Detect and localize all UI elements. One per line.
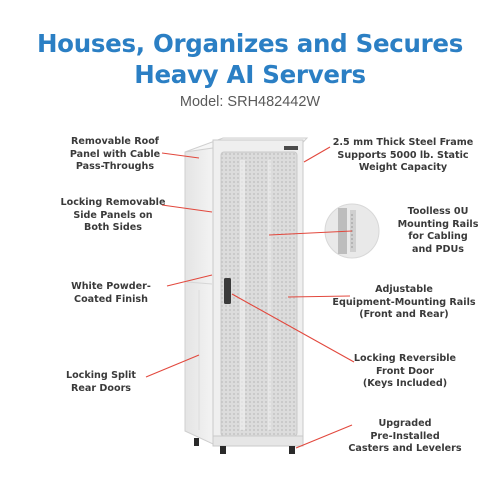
- callout-line: Both Sides: [84, 222, 142, 233]
- door-reflection: [268, 160, 271, 430]
- callout-line: (Front and Rear): [359, 309, 449, 320]
- side-panel-seam: [186, 281, 213, 285]
- model-label: Model: SRH482442W: [179, 94, 321, 110]
- callout-line: Casters and Levelers: [348, 443, 462, 454]
- door-handle: [224, 278, 231, 304]
- leader-finish: [166, 274, 213, 287]
- callout-line: Toolless 0U: [407, 206, 469, 217]
- callout-side-panels: Locking Removable Side Panels on Both Si…: [38, 197, 188, 235]
- headline-line-1: Houses, Organizes and Secures: [36, 29, 464, 58]
- callout-finish: White Powder- Coated Finish: [36, 281, 186, 306]
- leader-0u-rails: [268, 230, 353, 236]
- caster-front-right: [289, 446, 295, 454]
- callout-front-door: Locking Reversible Front Door (Keys Incl…: [335, 353, 475, 391]
- callout-line: Coated Finish: [74, 293, 148, 305]
- leader-rear-doors: [145, 354, 200, 378]
- leader-side-panels: [161, 204, 213, 213]
- callout-steel-frame: 2.5 mm Thick Steel Frame Supports 5000 l…: [318, 137, 488, 175]
- callout-line: Panel with Cable: [69, 148, 161, 160]
- callout-line: Locking Split: [65, 370, 137, 381]
- callout-line: for Cabling: [408, 231, 468, 242]
- caster-front-left: [220, 446, 226, 454]
- callout-line: Front Door: [376, 365, 434, 377]
- callout-line: Upgraded: [378, 418, 432, 429]
- brand-plate: [284, 146, 298, 150]
- callout-line: Pass-Throughs: [75, 161, 155, 172]
- callout-equipment-rails: Adjustable Equipment-Mounting Rails (Fro…: [324, 284, 484, 322]
- cabinet-base: [212, 435, 304, 447]
- leader-front-door: [231, 293, 355, 363]
- callout-line: Side Panels on: [73, 209, 153, 221]
- callout-line: Supports 5000 lb. Static: [337, 149, 469, 161]
- callout-line: White Powder-: [71, 281, 151, 292]
- callout-line: Weight Capacity: [358, 162, 448, 173]
- callout-casters: Upgraded Pre-Installed Casters and Level…: [340, 418, 470, 456]
- callout-rear-doors: Locking Split Rear Doors: [36, 370, 166, 395]
- leader-casters: [295, 424, 353, 449]
- callout-mounting-rails-0u: Toolless 0U Mounting Rails for Cabling a…: [388, 206, 488, 256]
- callout-line: Locking Removable: [60, 197, 166, 208]
- callout-line: and PDUs: [411, 243, 464, 255]
- callout-line: Mounting Rails: [397, 218, 479, 230]
- callout-line: Removable Roof: [71, 136, 159, 147]
- leader-equipment-rails: [287, 295, 351, 298]
- callout-line: Equipment-Mounting Rails: [332, 296, 476, 308]
- callout-line: Locking Reversible: [353, 353, 457, 364]
- callout-line: Pre-Installed: [370, 430, 440, 442]
- callout-line: (Keys Included): [362, 378, 448, 389]
- callout-line: Adjustable: [375, 284, 433, 295]
- caster-rear: [194, 438, 199, 446]
- headline-line-2: Heavy AI Servers: [134, 60, 366, 89]
- callout-line: 2.5 mm Thick Steel Frame: [332, 137, 474, 148]
- leader-roof: [161, 152, 200, 159]
- callout-line: Rear Doors: [70, 382, 132, 394]
- leader-steel-frame: [303, 146, 331, 163]
- inset-rail-slots: [350, 210, 356, 252]
- door-reflection: [240, 160, 245, 430]
- leader-lines: [145, 146, 355, 449]
- callout-roof-panel: Removable Roof Panel with Cable Pass-Thr…: [40, 136, 190, 174]
